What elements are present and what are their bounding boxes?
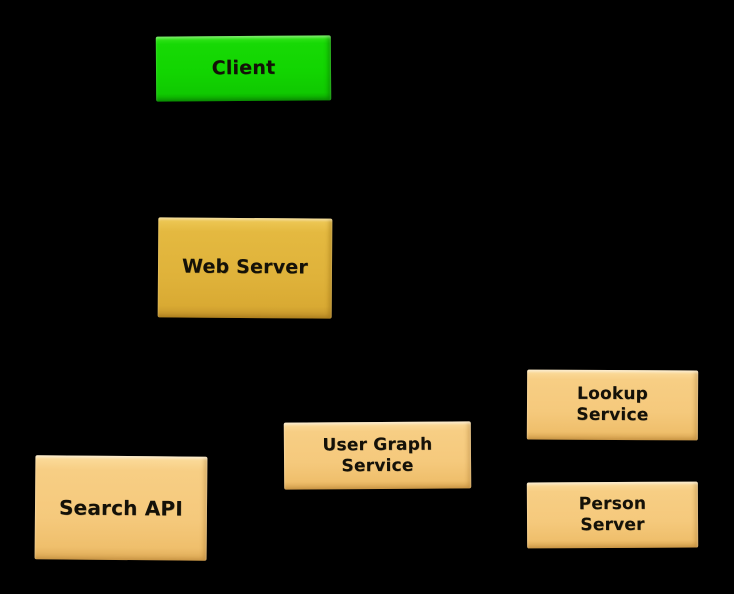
node-client-label: Client	[212, 57, 276, 81]
node-client-label-line: Client	[211, 56, 276, 80]
node-person-server-label: Person Server	[579, 494, 647, 536]
node-user-graph-service: User Graph Service	[283, 421, 472, 490]
node-search-api-label: Search API	[59, 495, 183, 520]
node-web-server: Web Server	[157, 217, 333, 319]
node-lookup-service-label: Lookup Service	[576, 384, 648, 426]
node-person-server-label-line1: Person	[578, 494, 647, 515]
node-web-server-label-line: Web Server	[181, 255, 309, 279]
node-search-api-label-line: Search API	[58, 495, 184, 521]
node-lookup-service-label-line1: Lookup	[577, 384, 649, 405]
node-client: Client	[155, 35, 332, 102]
node-person-server: Person Server	[526, 481, 699, 549]
node-web-server-label: Web Server	[182, 256, 308, 280]
node-user-graph-service-label-line1: User Graph	[322, 434, 433, 456]
node-user-graph-service-label: User Graph Service	[322, 434, 432, 476]
node-person-server-label-line2: Server	[580, 514, 645, 536]
node-search-api: Search API	[34, 455, 208, 561]
node-lookup-service: Lookup Service	[526, 369, 699, 441]
node-user-graph-service-label-line2: Service	[341, 455, 414, 476]
node-lookup-service-label-line2: Service	[576, 404, 649, 426]
